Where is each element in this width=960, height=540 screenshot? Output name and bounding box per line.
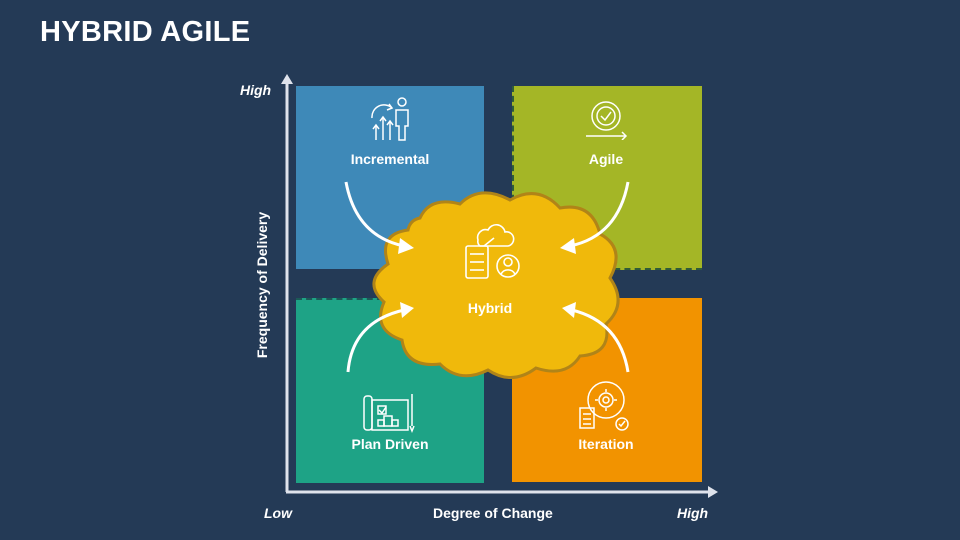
center-label-hybrid: Hybrid (467, 300, 513, 316)
quadrant-label-plan-driven: Plan Driven (351, 436, 429, 452)
x-axis-high-label: High (677, 505, 709, 521)
cloud-user-icon (464, 222, 520, 280)
quadrant-label-iteration: Iteration (578, 436, 634, 452)
quadrant-label-agile: Agile (588, 151, 624, 167)
x-axis-label: Degree of Change (433, 505, 553, 521)
blueprint-icon (362, 390, 418, 434)
cycle-check-icon (582, 98, 630, 140)
hybrid-cloud (372, 191, 620, 379)
y-axis-high-label: High (240, 82, 272, 98)
gear-cycle-icon (578, 378, 630, 432)
slide-title: HYBRID AGILE (40, 16, 251, 48)
growth-person-icon (368, 96, 414, 142)
quadrant-label-incremental: Incremental (350, 151, 430, 167)
x-axis-low-label: Low (264, 505, 292, 521)
